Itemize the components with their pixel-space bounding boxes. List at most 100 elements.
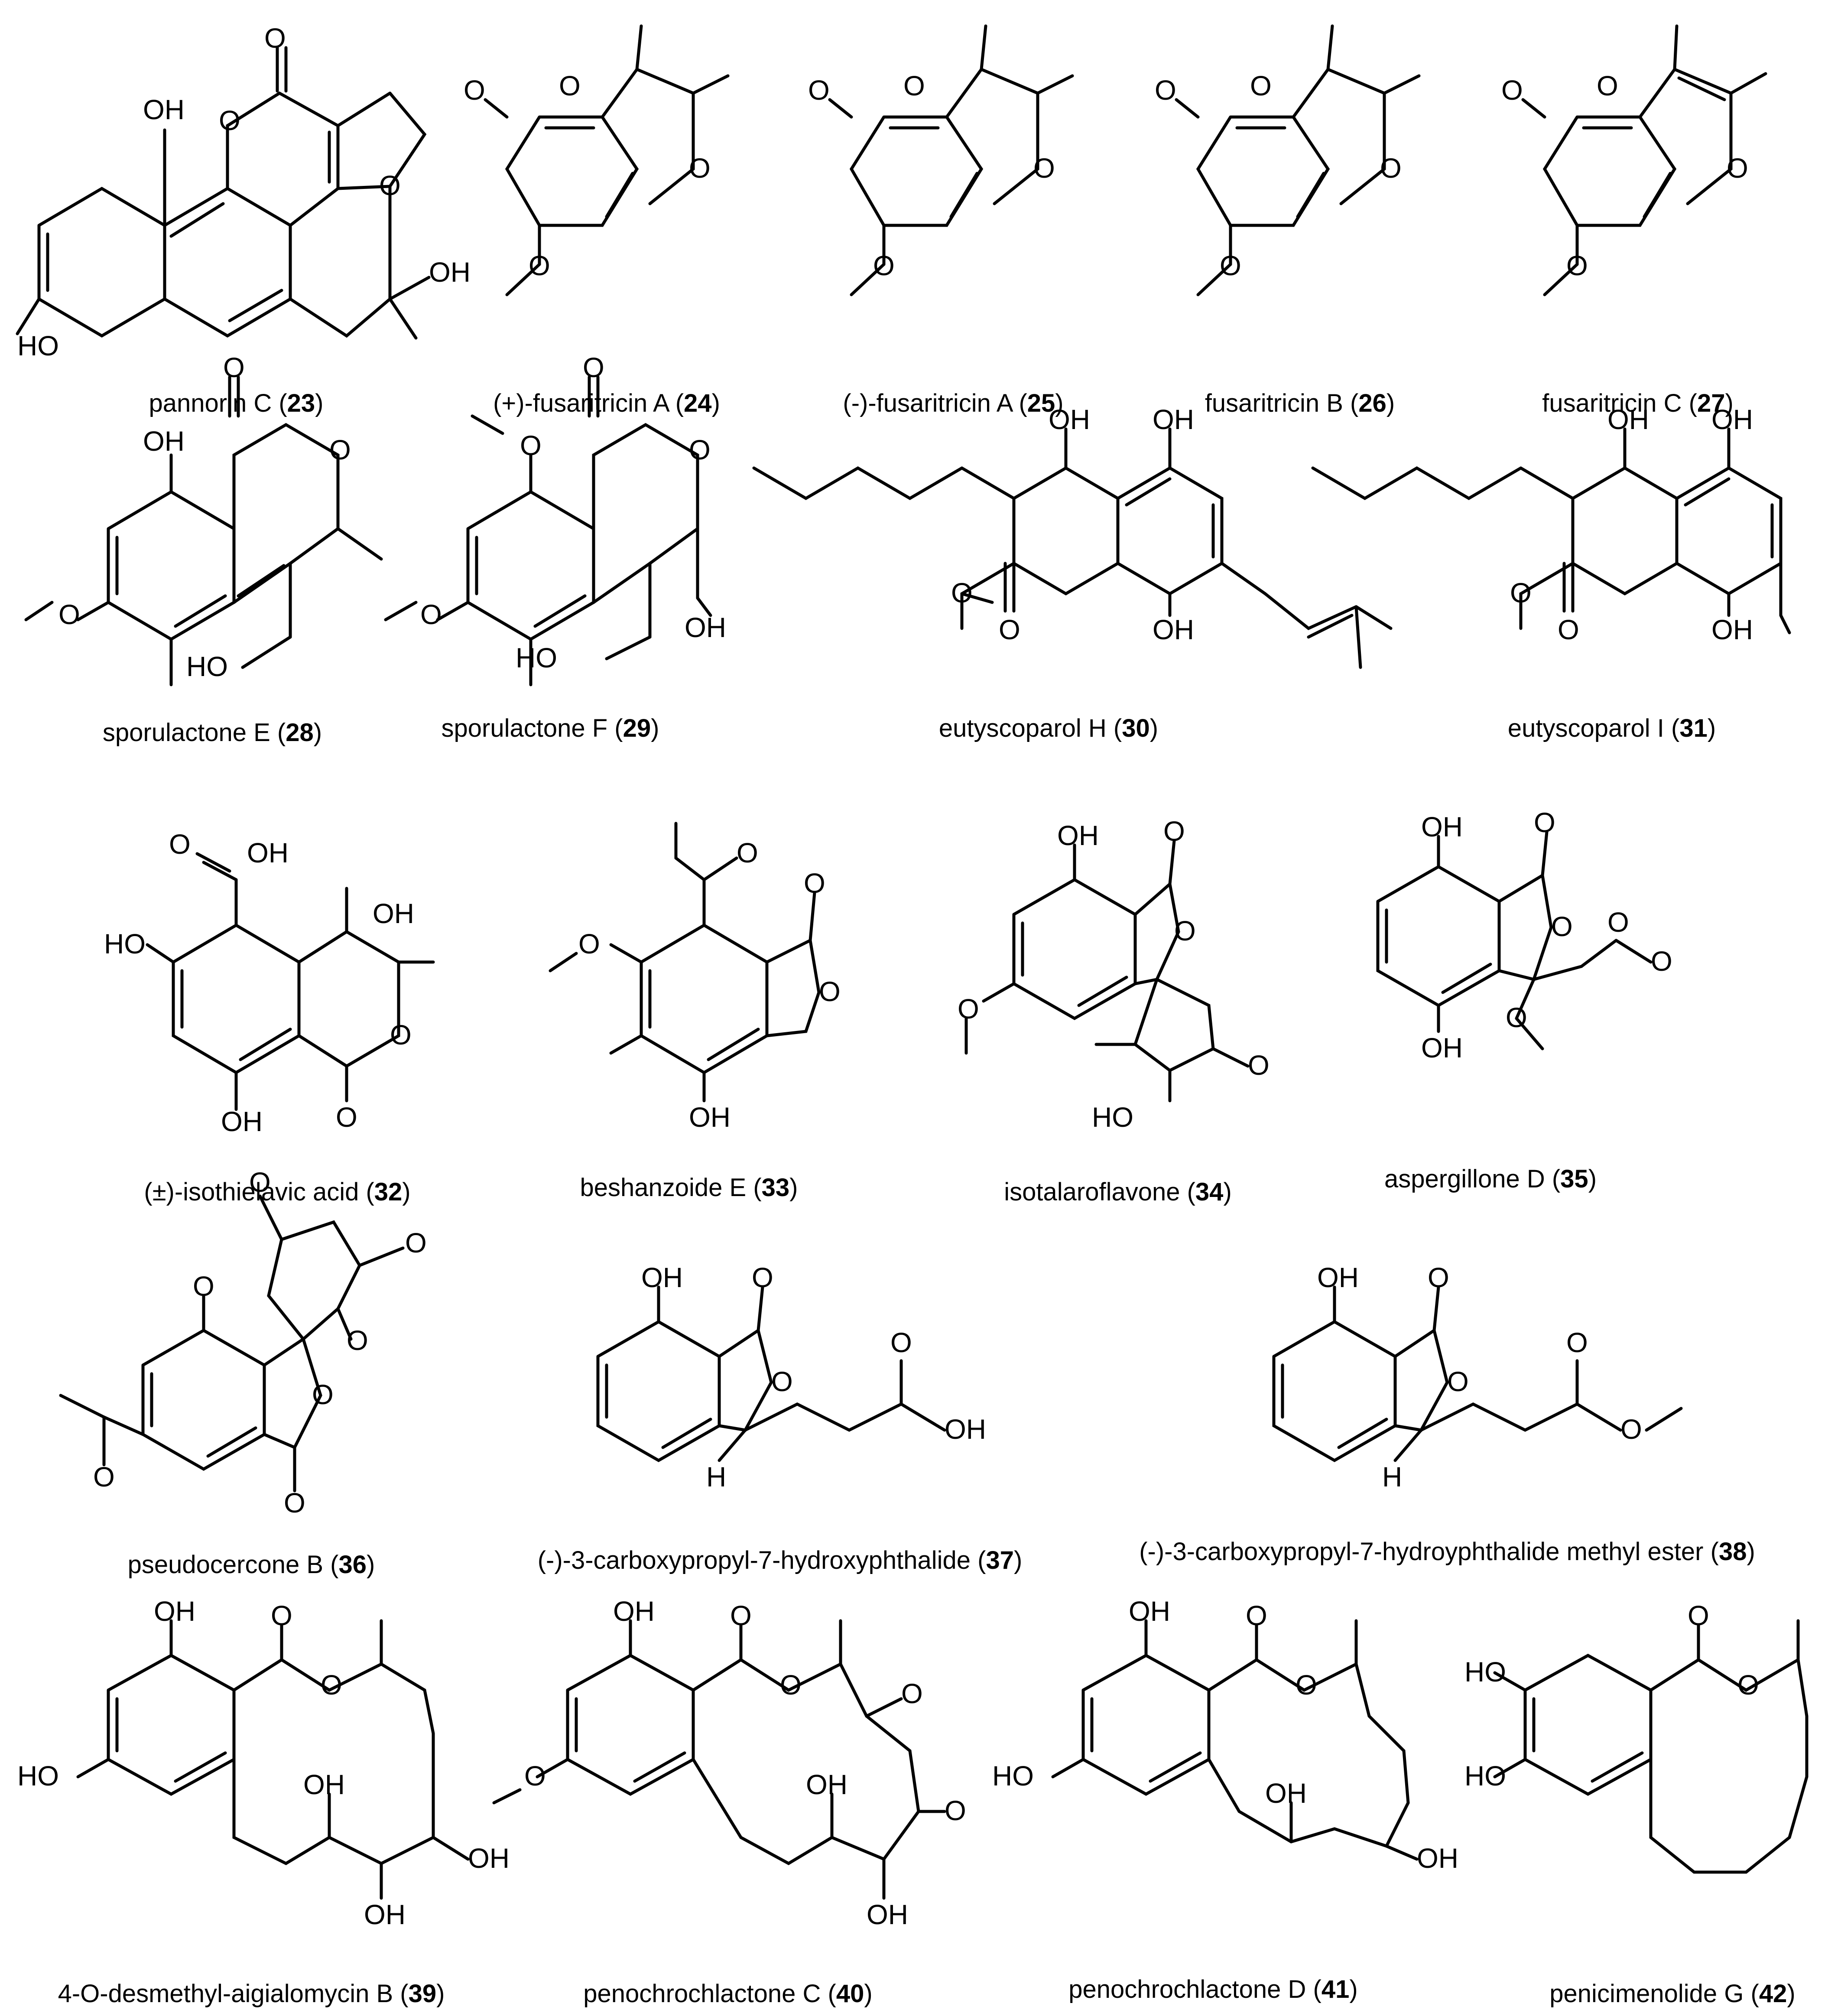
- caption-25: (-)-fusaritricin A (25): [843, 389, 1063, 417]
- carbonyl-oxygen-label: O: [1155, 75, 1176, 106]
- hydroxyl-label: HO: [186, 651, 228, 682]
- hydroxyl-label: OH: [1607, 404, 1649, 435]
- hydroxyl-label: OH: [364, 1899, 406, 1930]
- hydroxyl-label: OH: [1265, 1778, 1307, 1809]
- ring-oxygen-label: O: [1597, 70, 1618, 101]
- carbonyl-oxygen-label: O: [223, 352, 245, 383]
- ring-oxygen-label: O: [771, 1366, 793, 1397]
- caption-37: (-)-3-carboxypropyl-7-hydroxyphthalide (…: [538, 1546, 1023, 1574]
- carbonyl-oxygen-label: O: [999, 614, 1020, 645]
- caption-29: sporulactone F (29): [442, 714, 659, 742]
- hydroxyl-label: OH: [1153, 404, 1194, 435]
- hydroxyl-label: HO: [104, 928, 146, 959]
- caption-35: aspergillone D (35): [1384, 1165, 1597, 1193]
- carbonyl-oxygen-label: O: [808, 75, 830, 106]
- carbonyl-oxygen-label: O: [737, 837, 758, 868]
- caption-27: fusaritricin C (27): [1542, 389, 1734, 417]
- caption-24: (+)-fusaritricin A (24): [493, 389, 720, 417]
- carbonyl-oxygen-label: O: [1607, 907, 1629, 938]
- carbonyl-oxygen-label: O: [347, 1325, 368, 1356]
- caption-31: eutyscoparol I (31): [1508, 714, 1716, 742]
- lactone-oxygen-label: O: [780, 1669, 802, 1701]
- structure-30-eutyscoparol-h: OH OH O O OH: [752, 404, 1393, 669]
- hydroxyl-label: HO: [1464, 1656, 1506, 1688]
- carbonyl-oxygen-label: O: [1688, 1600, 1709, 1631]
- carbonyl-oxygen-label: O: [284, 1487, 305, 1519]
- carbonyl-oxygen-label: O: [752, 1262, 773, 1293]
- ring-oxygen-label: O: [312, 1379, 334, 1410]
- caption-23: pannorin C (23): [149, 389, 323, 417]
- hydroxyl-label: OH: [613, 1596, 655, 1627]
- carbonyl-oxygen-label: O: [169, 829, 191, 860]
- ring-oxygen-label: O: [379, 170, 401, 201]
- structure-32-isothielavic-acid: O OH OH HO O O OH: [104, 829, 435, 1137]
- lactone-oxygen-label: O: [1737, 1669, 1759, 1701]
- hydroxyl-label: OH: [1049, 404, 1090, 435]
- structure-23-pannorin-c: OH O O O OH HO: [16, 23, 471, 361]
- structure-25-minus-fusaritricin-a: O O O O: [808, 24, 1074, 296]
- ring-oxygen-label: O: [329, 434, 351, 465]
- hydroxyl-label: HO: [17, 330, 59, 361]
- ring-oxygen-label: O: [689, 153, 711, 184]
- hydroxyl-label: OH: [806, 1769, 847, 1800]
- hydroxyl-label: OH: [221, 1106, 263, 1137]
- structure-39-desmethyl-aigialomycin-b: OH O O HO OH OH OH: [17, 1596, 510, 1930]
- carbonyl-oxygen-label: O: [1534, 807, 1555, 838]
- caption-26: fusaritricin B (26): [1205, 389, 1395, 417]
- methoxy-oxygen-label: O: [873, 250, 895, 281]
- methoxy-oxygen-label: O: [901, 1678, 923, 1709]
- hydroxyl-label: OH: [1057, 820, 1099, 851]
- caption-36: pseudocercone B (36): [128, 1551, 375, 1579]
- caption-33: beshanzoide E (33): [580, 1174, 798, 1202]
- ring-oxygen-label: O: [903, 70, 925, 101]
- hydrogen-label: H: [706, 1461, 726, 1492]
- ring-oxygen-label: O: [1510, 577, 1532, 608]
- structure-24-plus-fusaritricin-a: O O O O: [464, 24, 730, 296]
- ring-oxygen-label: O: [559, 70, 581, 101]
- hydroxyl-label: OH: [641, 1262, 683, 1293]
- ester-oxygen-label: O: [1620, 1414, 1642, 1445]
- hydroxyl-label: OH: [945, 1414, 986, 1445]
- structure-38-hydroyphthalide-methyl-ester: OH O O O O H: [1272, 1262, 1683, 1492]
- methoxy-oxygen-label: O: [1220, 250, 1241, 281]
- caption-41: penochrochlactone D (41): [1068, 1975, 1357, 2003]
- structure-34-isotalaroflavone: OH O O O O HO: [958, 816, 1270, 1133]
- ring-oxygen-label: O: [1551, 911, 1573, 942]
- carbonyl-oxygen-label: O: [1246, 1600, 1267, 1631]
- caption-28: sporulactone E (28): [103, 719, 322, 747]
- methoxy-oxygen-label: O: [524, 1760, 546, 1792]
- structure-42-penicimenolide-g: O O HO HO: [1464, 1600, 1809, 1874]
- lactone-oxygen-label: O: [1296, 1669, 1317, 1701]
- structure-28-sporulactone-e: OH O O O HO: [24, 352, 383, 686]
- methoxy-oxygen-label: O: [249, 1167, 271, 1198]
- hydroxyl-label: OH: [685, 612, 726, 643]
- hydrogen-label: H: [1382, 1461, 1402, 1492]
- methoxy-oxygen-label: O: [529, 250, 550, 281]
- carbonyl-oxygen-label: O: [1163, 816, 1185, 847]
- carbonyl-oxygen-label: O: [1248, 1050, 1270, 1081]
- methoxy-oxygen-label: O: [578, 928, 600, 959]
- methoxy-oxygen-label: O: [958, 993, 979, 1024]
- hydroxyl-label: OH: [1129, 1596, 1170, 1627]
- methoxy-oxygen-label: O: [520, 430, 542, 461]
- ring-oxygen-label: O: [219, 105, 240, 136]
- ring-oxygen-label: O: [1447, 1366, 1469, 1397]
- ring-oxygen-label: O: [390, 1019, 412, 1050]
- caption-40: penochrochlactone C (40): [583, 1980, 872, 2008]
- hydroxyl-label: OH: [143, 94, 185, 125]
- ring-oxygen-label: O: [951, 577, 973, 608]
- structure-40-penochrochlactone-c: OH O O O O OH O OH: [492, 1596, 966, 1930]
- structure-33-beshanzoide-e: O O O O OH: [549, 822, 841, 1133]
- structure-37-carboxypropyl-hydroxyphthalide: OH O O O OH H: [596, 1262, 986, 1492]
- hydroxyl-label: OH: [373, 898, 414, 929]
- ring-oxygen-label: O: [1033, 153, 1055, 184]
- hydroxyl-label: HO: [1464, 1760, 1506, 1792]
- hydroxyl-label: OH: [867, 1899, 908, 1930]
- hydroxyl-label: OH: [429, 257, 471, 288]
- carbonyl-oxygen-label: O: [804, 868, 825, 899]
- hydroxyl-label: OH: [1417, 1843, 1458, 1874]
- caption-30: eutyscoparol H (30): [939, 714, 1158, 742]
- structure-27-fusaritricin-c: O O O O: [1501, 24, 1767, 296]
- carbonyl-oxygen-label: O: [336, 1102, 357, 1133]
